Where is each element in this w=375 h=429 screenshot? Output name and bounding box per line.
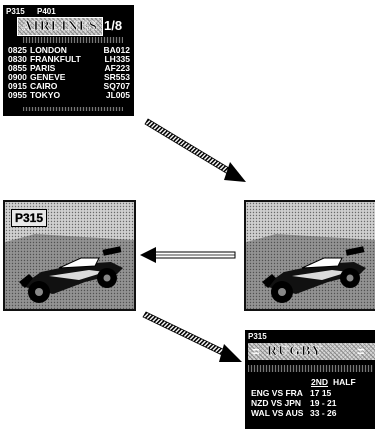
match-score: 17 15 (310, 388, 331, 398)
match-score: 19 - 21 (310, 398, 336, 408)
page-overlay-label: P315 (11, 209, 47, 227)
match-teams: WAL VS AUS (251, 408, 303, 418)
result-row: WAL VS AUS 33 - 26 (251, 408, 375, 418)
arrow-down-right-icon (145, 119, 246, 182)
half-heading-word: HALF (333, 377, 356, 387)
arrow-left-icon (140, 247, 235, 263)
result-row: ENG VS FRA 17 15 (251, 388, 375, 398)
rugby-teletext-screen: P315 = = RUGBY 2ND HALF ENG VS FRA 17 15… (245, 330, 375, 429)
race-car-picture (246, 202, 375, 309)
rugby-title: RUGBY (267, 344, 323, 360)
match-teams: NZD VS JPN (251, 398, 301, 408)
tv-picture-with-page-label: P315 (3, 200, 136, 311)
match-score: 33 - 26 (310, 408, 336, 418)
result-row: NZD VS JPN 19 - 21 (251, 398, 375, 408)
title-marker-left: = (252, 344, 260, 359)
title-marker-right: = (357, 344, 365, 359)
page-number: P315 (248, 332, 267, 341)
dithered-subheading (248, 365, 373, 372)
match-teams: ENG VS FRA (251, 388, 303, 398)
tv-picture (244, 200, 375, 311)
arrow-down-right-icon (143, 312, 242, 362)
half-heading-number: 2ND (311, 377, 328, 387)
